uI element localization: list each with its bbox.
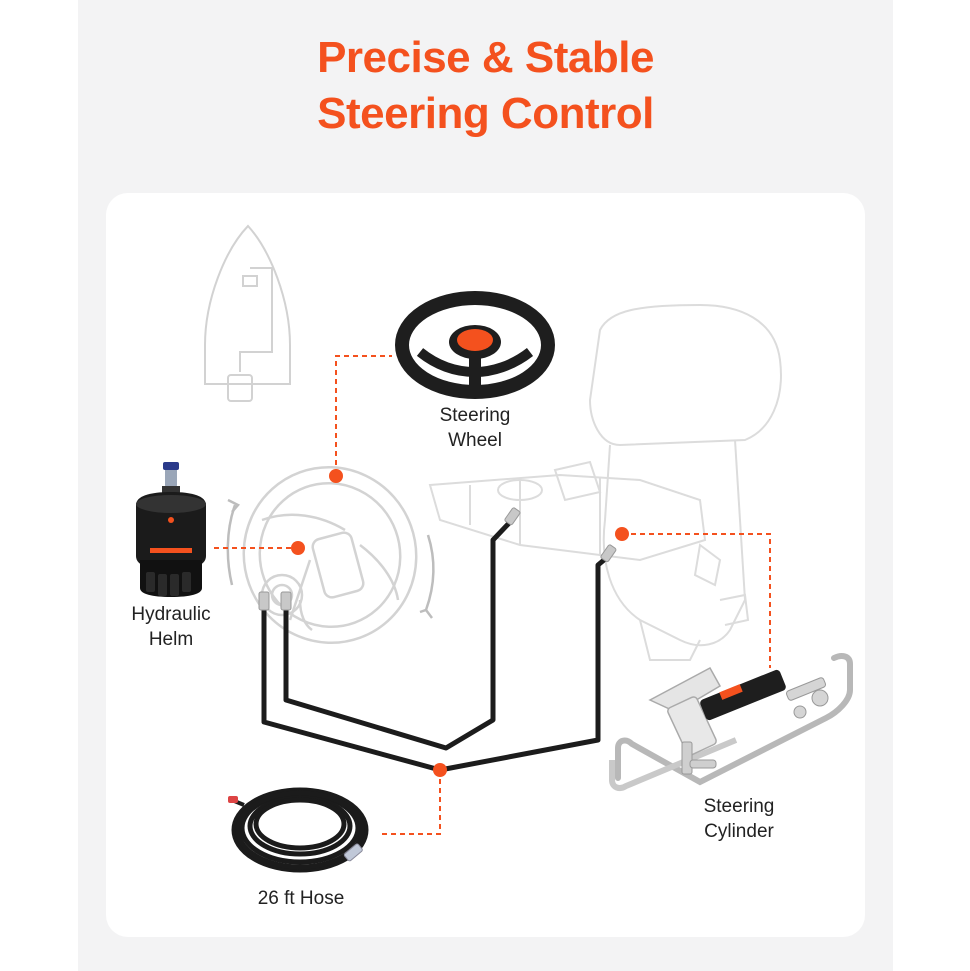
diagram-card — [106, 193, 865, 937]
steering-cylinder-label-line1: Steering — [703, 796, 775, 817]
page-title: Precise & Stable Steering Control — [78, 30, 893, 142]
hydraulic-hose-lines — [261, 517, 613, 773]
steering-cylinder-label-line2: Cylinder — [704, 821, 774, 842]
steering-cylinder-icon — [609, 653, 853, 791]
hose-fittings — [258, 507, 617, 611]
steering-wheel-label-line1: Steering — [439, 405, 511, 426]
steering-wheel-icon — [395, 291, 555, 399]
outboard-motor-outline-icon — [428, 303, 782, 661]
title-line-2: Steering Control — [317, 89, 654, 138]
steering-wheel-label-line2: Wheel — [448, 430, 502, 451]
coiled-hose-icon — [228, 787, 369, 873]
boat-outline-icon — [204, 224, 291, 402]
steering-wheel-outline-icon — [226, 465, 435, 645]
steering-cylinder-label: Steering Cylinder — [684, 794, 794, 844]
callout-dots — [291, 469, 629, 777]
callout-leader-lines — [214, 355, 771, 835]
title-line-1: Precise & Stable — [317, 33, 654, 82]
hydraulic-helm-label: Hydraulic Helm — [116, 602, 226, 652]
hose-label-text: 26 ft Hose — [257, 888, 345, 909]
steering-wheel-label: Steering Wheel — [420, 403, 530, 453]
hose-label: 26 ft Hose — [236, 886, 366, 911]
hydraulic-helm-label-line1: Hydraulic — [131, 604, 211, 625]
hydraulic-helm-label-line2: Helm — [148, 629, 194, 650]
hydraulic-helm-icon — [136, 462, 206, 597]
